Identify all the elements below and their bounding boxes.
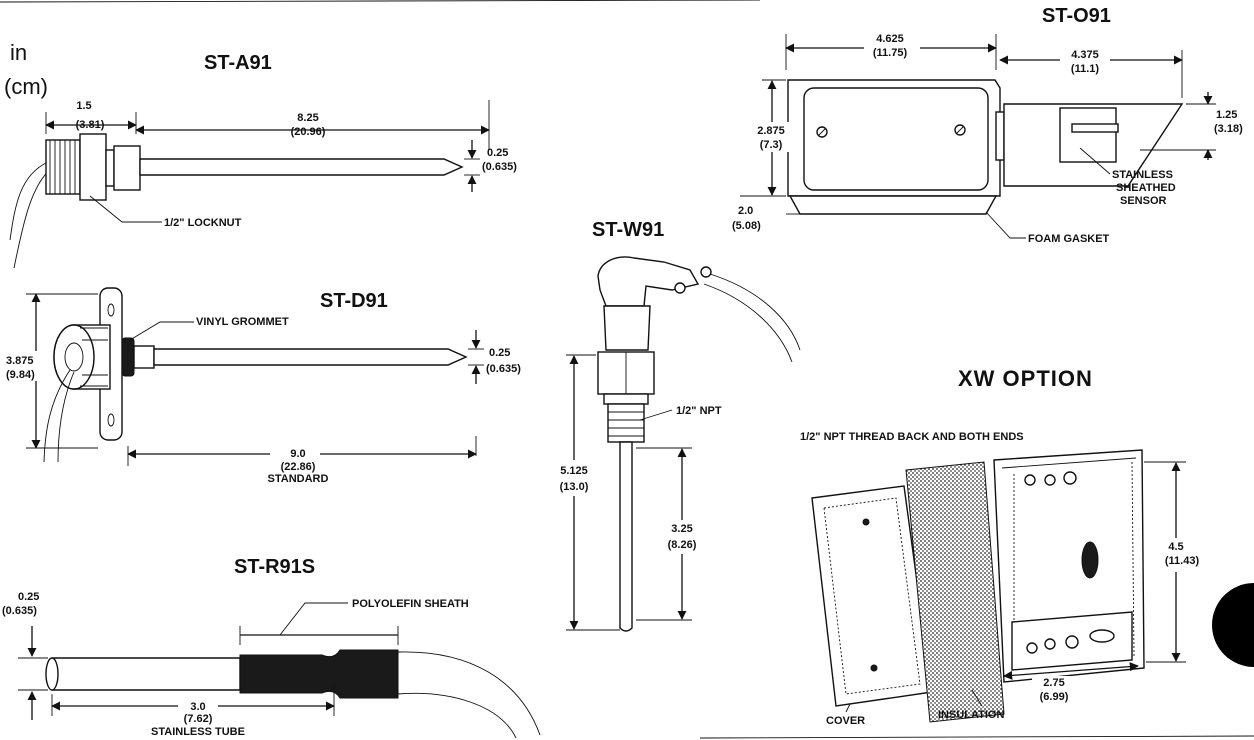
st-o91-gasket-label: FOAM GASKET (1028, 233, 1110, 245)
st-a91-d2-cm: (20.96) (291, 126, 326, 138)
st-a91-d1-cm: (3.81) (76, 119, 105, 131)
st-r91s-sheath-label: POLYOLEFIN SHEATH (352, 598, 469, 610)
st-a91-locknut-label: 1/2" LOCKNUT (164, 217, 242, 229)
st-w91-h-in: 5.125 (560, 465, 588, 477)
st-d91-grommet-label: VINYL GROMMET (196, 316, 289, 328)
st-o91-sensor-line1: STAINLESS (1112, 169, 1173, 181)
xw-w-cm: (6.99) (1040, 691, 1069, 703)
st-r91s-tube-label: STAINLESS TUBE (151, 726, 245, 738)
st-r91s-len-cm: (7.62) (184, 713, 213, 725)
xw-w-in: 2.75 (1043, 677, 1064, 689)
st-o91-s-in: 4.375 (1071, 49, 1099, 61)
st-o91-sensor-line2: SHEATHED (1116, 182, 1176, 194)
st-d91-drawing: ST-D91 VINYL GROMMET 3.875 (9.84) 0.25 (2, 287, 521, 485)
st-w91-h-cm: (13.0) (560, 481, 589, 493)
st-o91-h-cm: (7.3) (760, 139, 783, 151)
st-a91-drawing: ST-A91 1.5 (3.81) 8.25 (20.96) 0.25 (0.6… (9, 52, 517, 269)
page-edge-tab (1212, 583, 1254, 667)
xw-h-in: 4.5 (1168, 541, 1183, 553)
top-border (0, 0, 761, 3)
st-o91-w-cm: (11.75) (873, 47, 908, 59)
st-o91-b-in: 2.0 (738, 205, 753, 217)
st-w91-p-cm: (8.26) (668, 539, 697, 551)
st-d91-len-cm: (22.86) (281, 461, 316, 473)
xw-thread-note: 1/2" NPT THREAD BACK AND BOTH ENDS (800, 431, 1024, 443)
xw-h-cm: (11.43) (1165, 555, 1200, 567)
st-a91-title: ST-A91 (204, 52, 272, 74)
st-a91-d2-in: 8.25 (297, 112, 318, 124)
st-o91-r-in: 1.25 (1216, 109, 1237, 121)
st-o91-title: ST-O91 (1042, 5, 1111, 27)
st-w91-p-in: 3.25 (671, 523, 692, 535)
st-o91-s-cm: (11.1) (1071, 63, 1099, 75)
st-a91-d3-cm: (0.635) (482, 161, 517, 173)
xw-option-drawing: XW OPTION 1/2" NPT THREAD BACK AND BOTH … (800, 366, 1206, 727)
st-o91-r-cm: (3.18) (1214, 123, 1243, 135)
st-o91-w-in: 4.625 (876, 33, 904, 45)
st-o91-drawing: ST-O91 4.625 (11.75) 4.375 (11.1) 2.875 … (732, 5, 1243, 245)
st-r91s-d-cm: (0.635) (2, 605, 37, 617)
st-d91-d-cm: (0.635) (486, 363, 521, 375)
unit-cm: (cm) (4, 74, 48, 99)
st-d91-d-in: 0.25 (489, 347, 510, 359)
st-r91s-len-in: 3.0 (190, 701, 205, 713)
st-a91-d1-in: 1.5 (76, 100, 91, 112)
st-o91-sensor-line3: SENSOR (1120, 195, 1167, 207)
unit-inch: in (10, 40, 27, 65)
st-d91-len-in: 9.0 (290, 448, 305, 460)
st-r91s-drawing: ST-R91S POLYOLEFIN SHEATH 0.25 (0.635) 3… (2, 556, 541, 739)
st-w91-drawing: ST-W91 1/2" NPT 5.125 (13.0) 3.25 (8.26) (552, 219, 801, 632)
st-a91-d3-in: 0.25 (487, 147, 508, 159)
st-o91-b-cm: (5.08) (732, 220, 761, 232)
xw-insulation-label: INSULATION (938, 709, 1004, 721)
st-o91-h-in: 2.875 (757, 125, 785, 137)
st-d91-h-in: 3.875 (6, 355, 34, 367)
xw-title: XW OPTION (958, 366, 1093, 391)
st-d91-title: ST-D91 (320, 290, 388, 312)
st-r91s-d-in: 0.25 (18, 591, 39, 603)
st-r91s-title: ST-R91S (234, 556, 315, 578)
st-d91-len-note: STANDARD (268, 473, 329, 485)
st-w91-title: ST-W91 (592, 219, 664, 241)
xw-cover-label: COVER (826, 715, 865, 727)
st-d91-h-cm: (9.84) (6, 369, 35, 381)
st-w91-npt-label: 1/2" NPT (676, 405, 722, 417)
bottom-border (699, 735, 1254, 739)
